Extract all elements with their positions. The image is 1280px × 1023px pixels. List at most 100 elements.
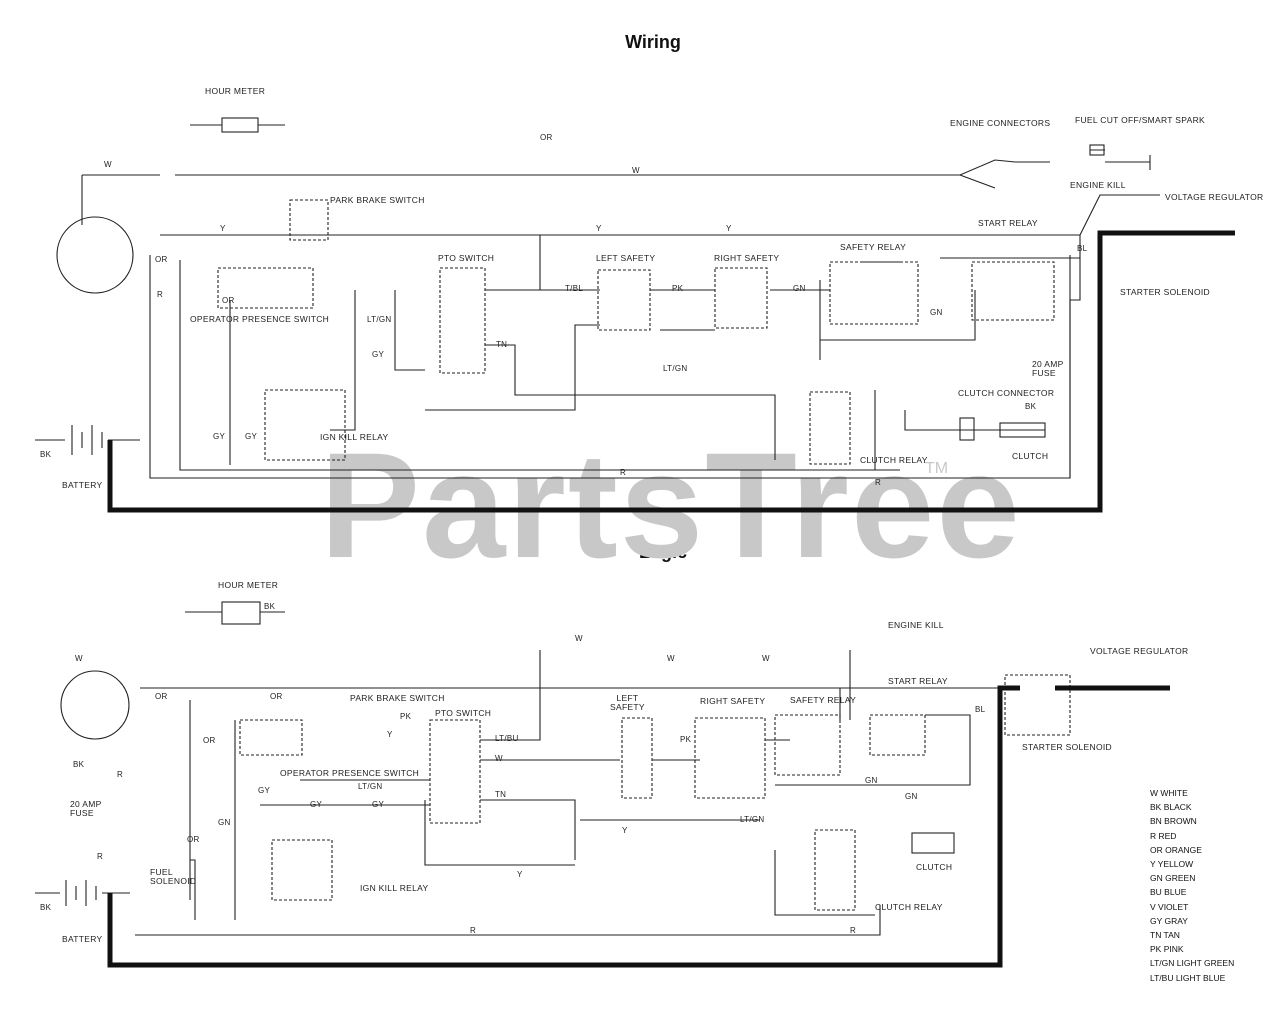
logic-start-relay-label: START RELAY [888,676,948,686]
wire-label: Y [387,730,393,739]
wiring-clutch-label: CLUTCH [1012,451,1049,461]
wire-label: GN [865,776,878,785]
watermark-tm: TM [925,460,949,477]
wire-label: R [620,468,627,477]
wire-label: GY [310,800,323,809]
wire-label: BK [40,450,52,459]
legend-item: GN GREEN [1150,873,1196,884]
wire-label: OR [203,736,216,745]
logic-operator-presence-label: OPERATOR PRESENCE SWITCH [280,768,420,778]
wiring-clutch-relay-label: CLUTCH RELAY [860,455,928,465]
logic-park-brake-switch-label: PARK BRAKE SWITCH [350,693,445,703]
wire-label: TN [496,340,508,349]
wiring-battery-label: BATTERY [62,480,103,490]
wire-label: PK [680,735,692,744]
logic-ign-kill-relay-label: IGN KILL RELAY [360,883,429,893]
logic-fuse-label: 20 AMP FUSE [70,799,102,818]
wiring-park-brake-switch-label: PARK BRAKE SWITCH [330,195,425,205]
parts-tree-watermark: PartsTree [320,421,1022,589]
wire-label: R [470,926,477,935]
wire-label: BK [40,903,52,912]
legend-item: BK BLACK [1150,802,1192,813]
wiring-fuel-cutoff-label: FUEL CUT OFF/SMART SPARK [1075,115,1205,125]
wire-label: GY [372,350,385,359]
wire-label: LT/BU [495,734,519,743]
wire-label: R [875,478,882,487]
wiring-right-safety-label: RIGHT SAFETY [714,253,780,263]
wire-label: BK [264,602,276,611]
wire-label: R [117,770,124,779]
wire-label: Y [517,870,523,879]
logic-battery-label: BATTERY [62,934,103,944]
wire-label: W [104,160,112,169]
wiring-voltage-regulator-label: VOLTAGE REGULATOR [1165,192,1264,202]
wire-label: LT/GN [358,782,383,791]
wire-label: GY [213,432,226,441]
wiring-hour-meter-label: HOUR METER [205,86,266,96]
wire-label: GN [905,792,918,801]
wire-color-legend: W WHITE BK BLACK BN BROWN R RED OR ORANG… [1150,786,1234,985]
wire-label: Y [726,224,732,233]
legend-item: PK PINK [1150,944,1184,955]
wire-label: BL [975,705,986,714]
wire-label: PK [672,284,684,293]
wire-label: BK [1025,402,1037,411]
legend-item: LT/GN LIGHT GREEN [1150,958,1235,969]
wire-label: R [157,290,164,299]
wire-label: OR [155,692,168,701]
wire-label: TN [495,790,507,799]
logic-right-safety-label: RIGHT SAFETY [700,696,766,706]
logic-left-safety-label: LEFT SAFETY [610,693,645,712]
wire-label: T/BL [565,284,584,293]
legend-item: LT/BU LIGHT BLUE [1150,972,1226,983]
legend-item: BN BROWN [1150,816,1197,827]
wire-label: OR [540,133,553,142]
wiring-ign-kill-relay-label: IGN KILL RELAY [320,432,389,442]
legend-item: W WHITE [1150,788,1188,798]
wire-label: GY [372,800,385,809]
wire-label: Y [596,224,602,233]
legend-item: R RED [1150,830,1177,841]
legend-item: Y YELLOW [1150,859,1194,870]
wiring-start-relay-label: START RELAY [978,218,1038,228]
wire-label: PK [400,712,412,721]
logic-clutch-relay-label: CLUTCH RELAY [875,902,943,912]
wire-label: W [762,654,770,663]
wire-label: W [75,654,83,663]
logic-pto-switch-label: PTO SWITCH [435,708,492,718]
wiring-engine-kill-label: ENGINE KILL [1070,180,1126,190]
wire-label: GY [245,432,258,441]
logic-starter-solenoid-label: STARTER SOLENOID [1022,742,1112,752]
wire-label: R [850,926,857,935]
wiring-safety-relay-label: SAFETY RELAY [840,242,907,252]
wire-label: OR [187,835,200,844]
wiring-pto-switch-label: PTO SWITCH [438,253,495,263]
legend-item: BU BLUE [1150,887,1187,898]
logic-title: Logic [639,542,687,562]
legend-item: TN TAN [1150,930,1180,941]
wire-label: LT/GN [367,315,392,324]
wire-label: OR [155,255,168,264]
wire-label: BK [73,760,85,769]
wiring-title: Wiring [625,32,681,52]
wire-label: Y [220,224,226,233]
wiring-left-safety-label: LEFT SAFETY [596,253,656,263]
wire-label: LT/GN [740,815,765,824]
wiring-clutch-connector-label: CLUTCH CONNECTOR [958,388,1055,398]
logic-hour-meter-label: HOUR METER [218,580,279,590]
wiring-fuse-label: 20 AMP FUSE [1032,359,1064,378]
wire-label: GN [793,284,806,293]
logic-voltage-regulator-label: VOLTAGE REGULATOR [1090,646,1189,656]
wire-label: BL [1077,244,1088,253]
wire-label: W [632,166,640,175]
wiring-starter-solenoid-label: STARTER SOLENOID [1120,287,1210,297]
wiring-operator-presence-label: OPERATOR PRESENCE SWITCH [190,314,330,324]
wire-label: GN [930,308,943,317]
wire-label: W [495,754,503,763]
legend-item: V VIOLET [1150,901,1189,912]
wire-label: OR [222,296,235,305]
wiring-engine-connectors-label: ENGINE CONNECTORS [950,118,1051,128]
logic-fuel-solenoid-label: FUEL SOLENOID [150,867,197,886]
wire-label: LT/GN [663,364,688,373]
